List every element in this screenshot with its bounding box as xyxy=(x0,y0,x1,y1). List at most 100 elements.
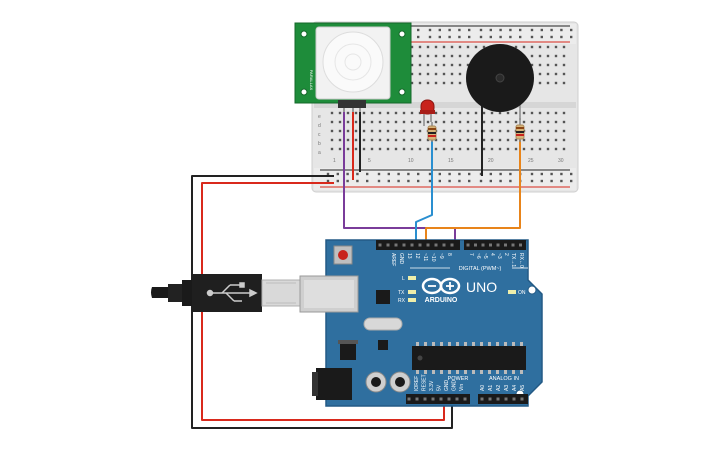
rail-hole[interactable] xyxy=(397,172,400,176)
breadboard-hole[interactable] xyxy=(418,72,422,76)
header-hole[interactable] xyxy=(480,397,484,401)
breadboard-hole[interactable] xyxy=(522,147,526,151)
breadboard-hole[interactable] xyxy=(466,147,470,151)
rail-hole[interactable] xyxy=(560,28,563,32)
rail-hole[interactable] xyxy=(540,172,543,176)
header-hole[interactable] xyxy=(520,397,524,401)
rail-hole[interactable] xyxy=(458,179,461,183)
breadboard-hole[interactable] xyxy=(442,63,446,67)
rail-hole[interactable] xyxy=(458,35,461,39)
breadboard-hole[interactable] xyxy=(330,147,334,151)
rail-hole[interactable] xyxy=(530,172,534,176)
breadboard-hole[interactable] xyxy=(554,72,558,76)
breadboard-hole[interactable] xyxy=(530,63,534,67)
header-hole[interactable] xyxy=(481,243,485,247)
header-hole[interactable] xyxy=(504,243,507,247)
breadboard-hole[interactable] xyxy=(394,111,398,115)
breadboard-hole[interactable] xyxy=(362,120,366,124)
breadboard-hole[interactable] xyxy=(338,147,342,151)
breadboard-hole[interactable] xyxy=(346,111,350,115)
rail-hole[interactable] xyxy=(570,35,573,39)
header-hole[interactable] xyxy=(386,243,390,247)
header-hole[interactable] xyxy=(455,397,459,401)
breadboard-hole[interactable] xyxy=(554,111,558,115)
rail-hole[interactable] xyxy=(570,28,573,32)
breadboard-hole[interactable] xyxy=(418,45,422,49)
rail-hole[interactable] xyxy=(499,179,502,183)
breadboard-hole[interactable] xyxy=(362,138,366,142)
breadboard-hole[interactable] xyxy=(530,54,534,58)
breadboard-hole[interactable] xyxy=(442,111,446,115)
breadboard-hole[interactable] xyxy=(370,138,374,142)
breadboard-hole[interactable] xyxy=(490,138,494,142)
breadboard-hole[interactable] xyxy=(434,63,438,67)
header-digital-left[interactable] xyxy=(376,240,460,250)
breadboard-hole[interactable] xyxy=(546,138,550,142)
breadboard-hole[interactable] xyxy=(410,72,414,76)
breadboard-hole[interactable] xyxy=(346,129,350,133)
header-analog[interactable] xyxy=(478,394,528,404)
header-hole[interactable] xyxy=(431,397,435,401)
breadboard-hole[interactable] xyxy=(538,129,542,133)
breadboard-hole[interactable] xyxy=(554,63,558,67)
breadboard-hole[interactable] xyxy=(354,120,358,124)
breadboard-hole[interactable] xyxy=(442,129,446,133)
breadboard-hole[interactable] xyxy=(506,147,510,151)
header-hole[interactable] xyxy=(496,243,500,247)
breadboard-hole[interactable] xyxy=(450,138,454,142)
header-hole[interactable] xyxy=(447,397,451,401)
rail-hole[interactable] xyxy=(326,179,330,183)
rail-hole[interactable] xyxy=(326,172,330,176)
rail-hole[interactable] xyxy=(540,179,543,183)
breadboard-hole[interactable] xyxy=(522,111,526,115)
breadboard-hole[interactable] xyxy=(346,147,350,151)
breadboard-hole[interactable] xyxy=(410,81,414,85)
rail-hole[interactable] xyxy=(550,179,553,183)
breadboard-hole[interactable] xyxy=(410,138,414,142)
breadboard-hole[interactable] xyxy=(490,120,494,124)
breadboard-hole[interactable] xyxy=(482,138,486,142)
breadboard-hole[interactable] xyxy=(378,111,382,115)
rail-hole[interactable] xyxy=(448,28,451,32)
breadboard-hole[interactable] xyxy=(370,120,374,124)
header-hole[interactable] xyxy=(466,243,470,247)
breadboard-hole[interactable] xyxy=(530,120,534,124)
breadboard-hole[interactable] xyxy=(538,120,542,124)
rail-hole[interactable] xyxy=(570,172,573,176)
breadboard-hole[interactable] xyxy=(418,147,422,151)
breadboard-hole[interactable] xyxy=(386,111,390,115)
breadboard-hole[interactable] xyxy=(386,138,390,142)
header-hole[interactable] xyxy=(410,243,414,247)
rail-hole[interactable] xyxy=(509,172,512,176)
header-hole[interactable] xyxy=(474,243,477,247)
header-hole[interactable] xyxy=(488,397,492,401)
breadboard-hole[interactable] xyxy=(458,72,462,76)
breadboard-hole[interactable] xyxy=(506,111,510,115)
header-hole[interactable] xyxy=(415,397,419,401)
breadboard-hole[interactable] xyxy=(402,138,406,142)
breadboard-hole[interactable] xyxy=(426,138,430,142)
breadboard-hole[interactable] xyxy=(506,120,510,124)
breadboard-hole[interactable] xyxy=(354,138,358,142)
rail-hole[interactable] xyxy=(387,172,390,176)
breadboard-hole[interactable] xyxy=(482,147,486,151)
breadboard-hole[interactable] xyxy=(418,63,422,67)
rail-hole[interactable] xyxy=(366,172,369,176)
rail-hole[interactable] xyxy=(458,172,461,176)
breadboard-hole[interactable] xyxy=(562,138,566,142)
breadboard-hole[interactable] xyxy=(418,81,422,85)
breadboard-hole[interactable] xyxy=(458,147,462,151)
breadboard-hole[interactable] xyxy=(410,129,414,133)
rail-hole[interactable] xyxy=(366,179,369,183)
breadboard-hole[interactable] xyxy=(426,45,430,49)
header-hole[interactable] xyxy=(426,243,430,247)
breadboard-hole[interactable] xyxy=(466,45,470,49)
rail-hole[interactable] xyxy=(499,28,502,32)
breadboard-hole[interactable] xyxy=(362,129,366,133)
breadboard-hole[interactable] xyxy=(434,45,438,49)
rail-hole[interactable] xyxy=(509,28,512,32)
breadboard-hole[interactable] xyxy=(546,81,550,85)
breadboard-hole[interactable] xyxy=(466,129,470,133)
breadboard-hole[interactable] xyxy=(434,81,438,85)
breadboard-hole[interactable] xyxy=(458,81,462,85)
